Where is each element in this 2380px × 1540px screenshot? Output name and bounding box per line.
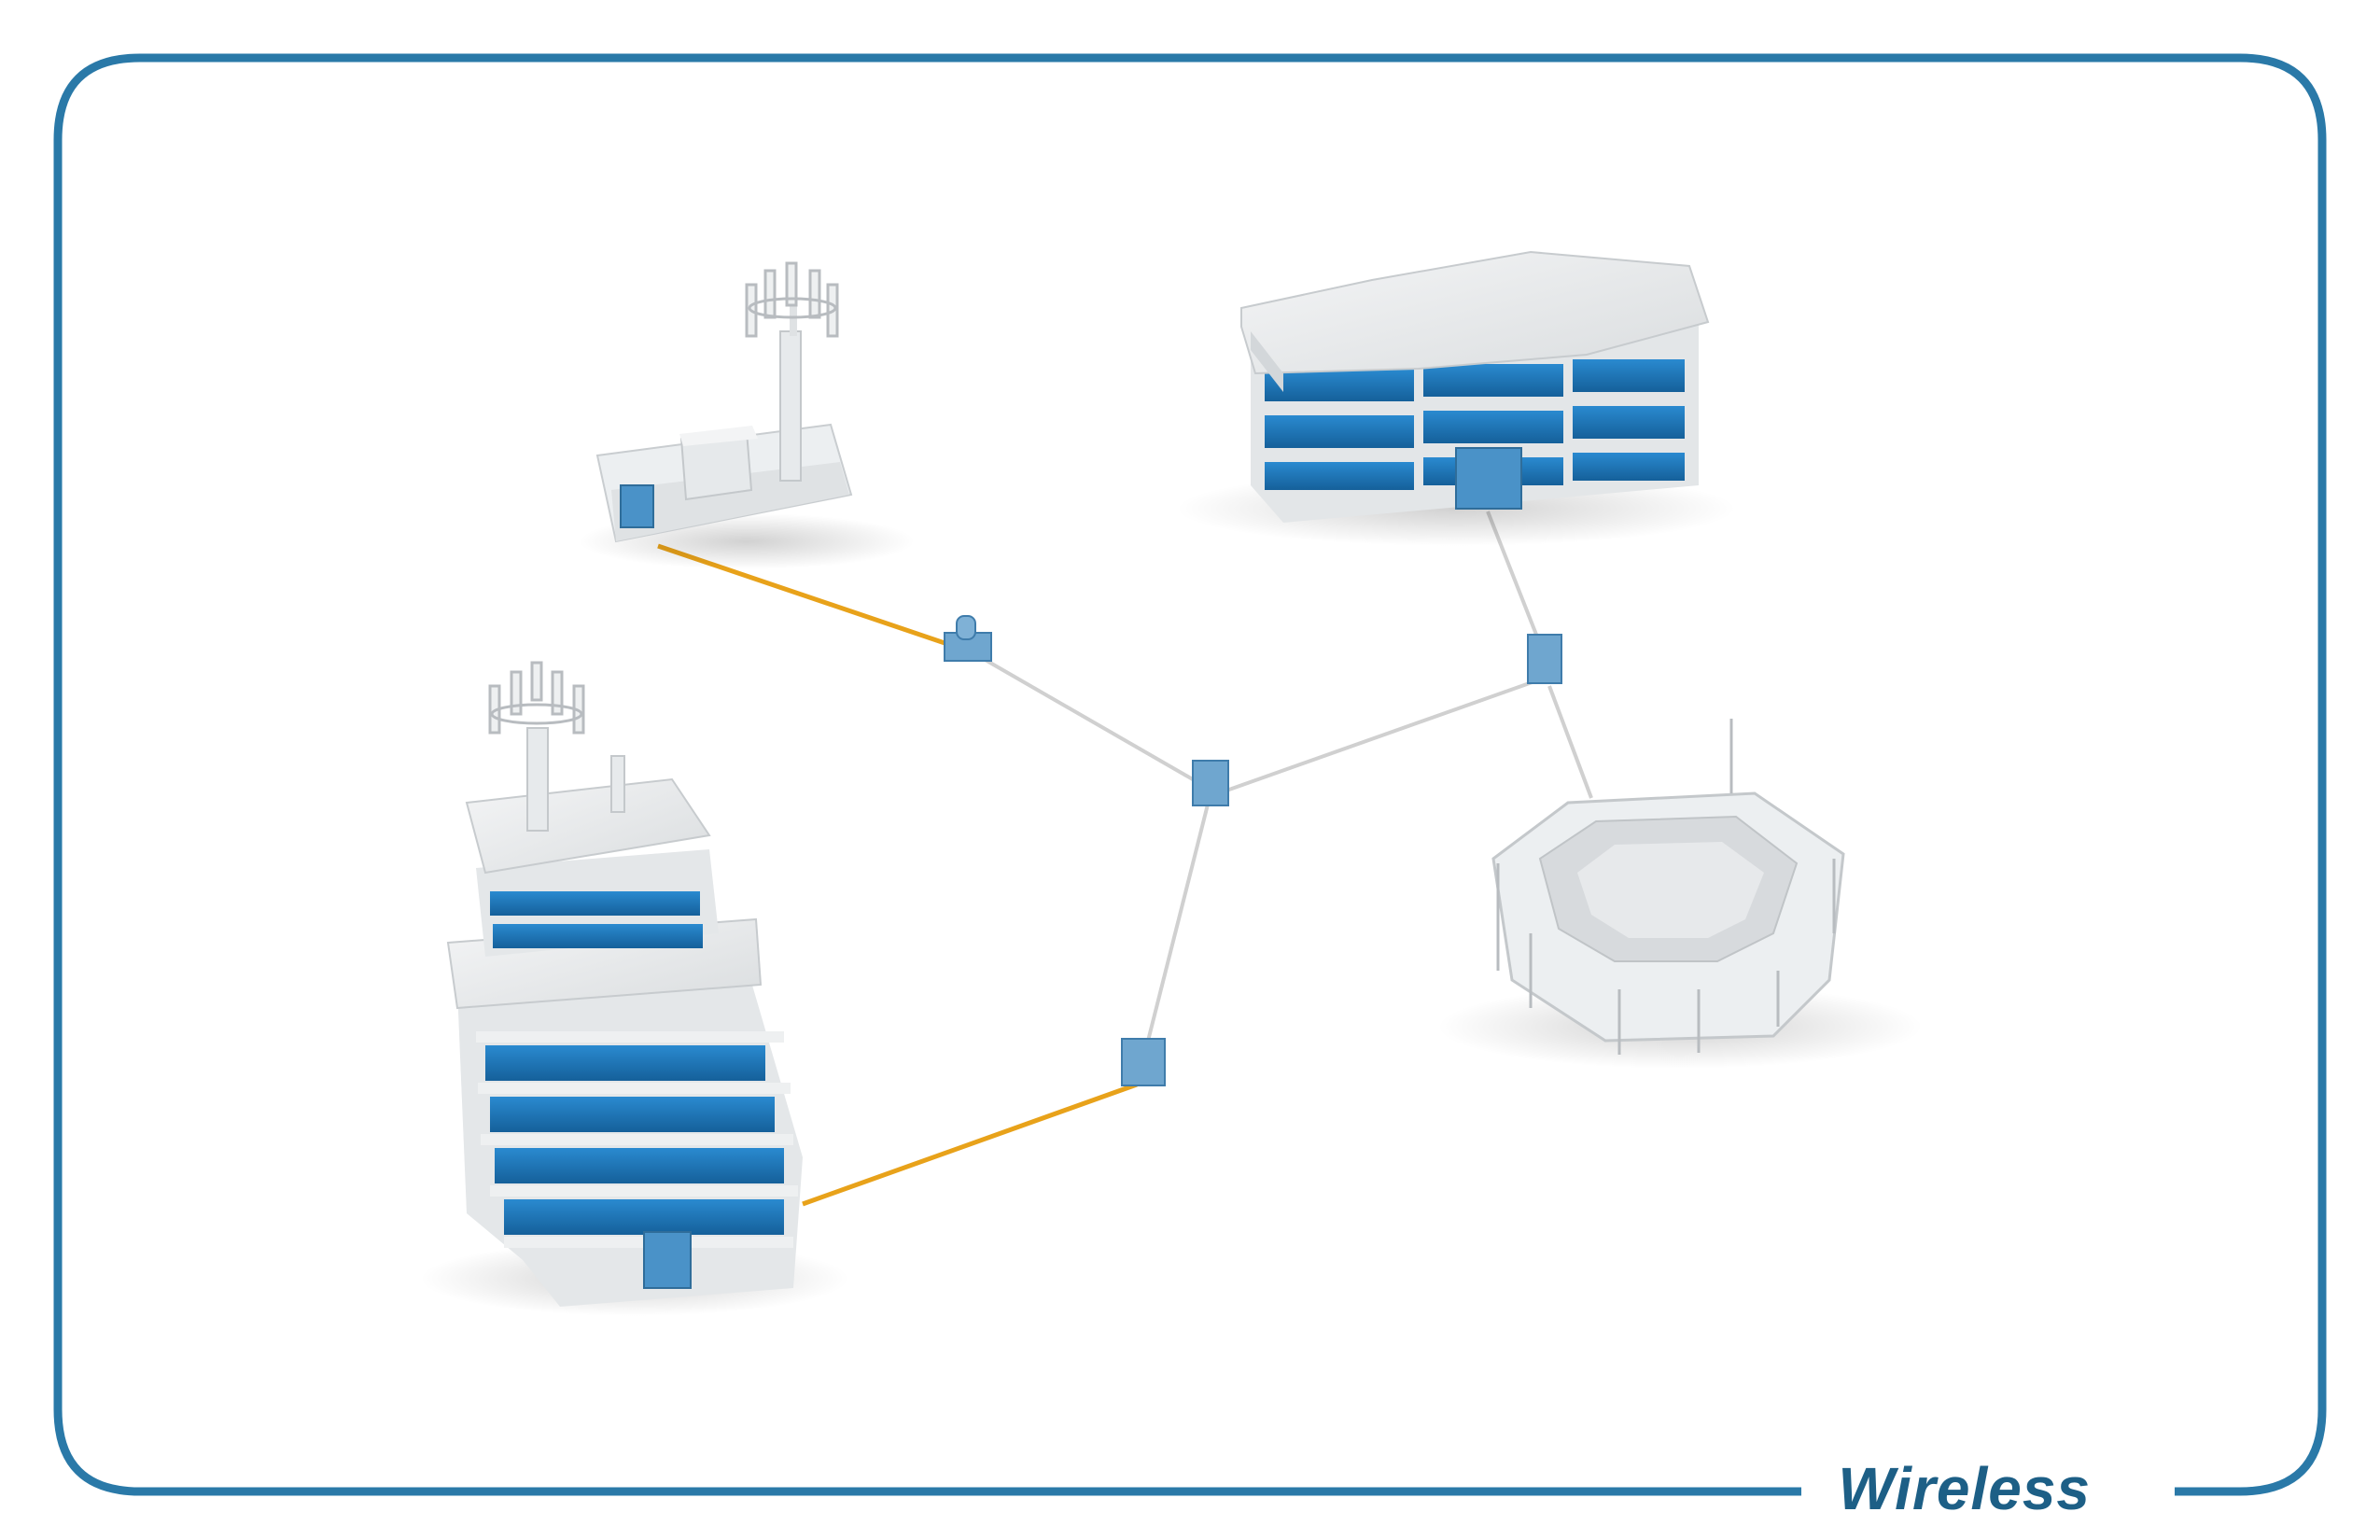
stadium-icon xyxy=(1437,719,1923,1069)
network-cabinet-icon xyxy=(1527,634,1562,684)
cell-tower-site-icon xyxy=(579,261,915,569)
link-c xyxy=(1141,800,1211,1060)
office-building-icon xyxy=(1176,250,1736,546)
link-e xyxy=(1547,685,1593,799)
link-b xyxy=(1212,678,1541,797)
fiber-link-tower xyxy=(802,1082,1138,1207)
highrise-with-antenna-icon xyxy=(420,661,849,1316)
link-a xyxy=(970,650,1205,788)
diagram-caption: Wireless xyxy=(1802,1451,2126,1526)
frame-border xyxy=(53,53,2327,1496)
network-cabinet-icon xyxy=(944,615,992,662)
network-cabinet-icon xyxy=(1192,760,1229,806)
network-links xyxy=(657,511,1593,1207)
network-nodes xyxy=(944,615,1562,1086)
network-cabinet-icon xyxy=(1121,1038,1166,1086)
